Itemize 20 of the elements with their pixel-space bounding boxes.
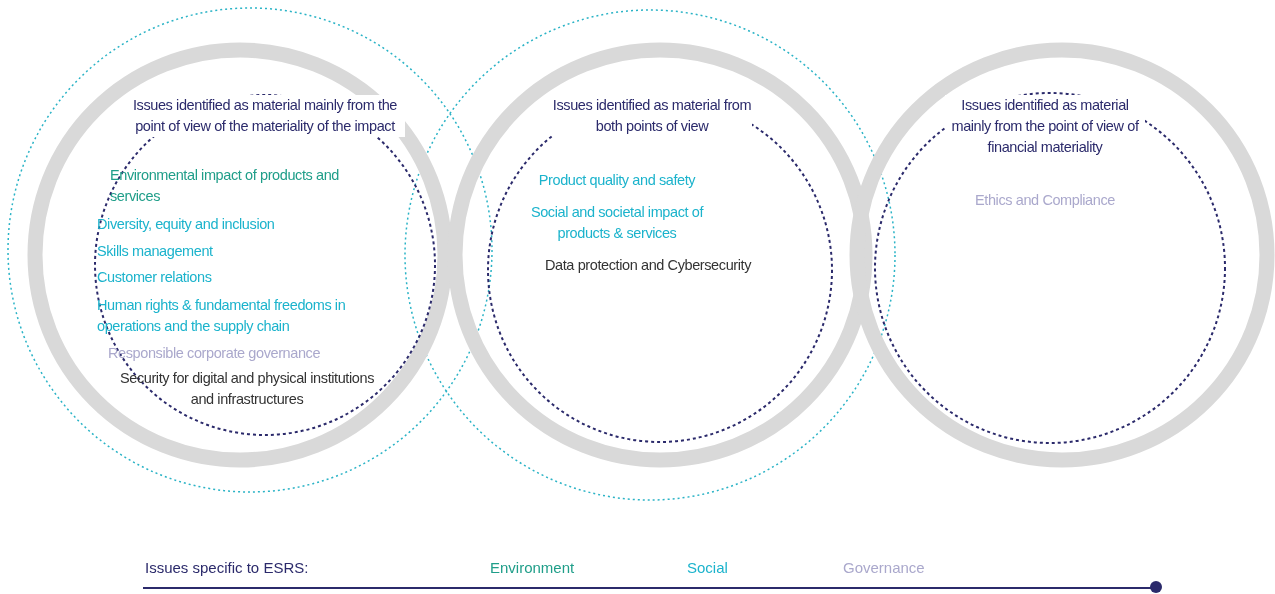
circle-node <box>447 42 873 468</box>
issue-text: Security for digital and physical institutions and infrastructures <box>119 369 375 409</box>
circle-heading: Issues identified as material from both points of view <box>552 95 752 137</box>
issue-text: Data protection and Cybersecurity <box>545 256 753 275</box>
circle-node <box>849 42 1275 468</box>
circle-node <box>27 42 453 468</box>
issue-text: Diversity, equity and inclusion <box>97 215 276 234</box>
issue-text: Product quality and safety <box>537 171 697 190</box>
issue-text: Social and societal impact of products & services <box>529 203 705 243</box>
legend-text: Social <box>687 559 728 576</box>
issue-text: Responsible corporate governance <box>108 344 322 363</box>
issue-text: Ethics and Compliance <box>974 191 1116 210</box>
legend-text: Environment <box>490 559 575 576</box>
issue-text: Skills management <box>97 242 214 261</box>
issue-text: Human rights & fundamental freedoms in operations and the supply chain <box>97 296 347 336</box>
legend-heading: Issues specific to ESRS: <box>145 559 309 576</box>
issue-text: Customer relations <box>97 268 213 287</box>
circle-heading: Issues identified as material mainly from the point of view of financial materiality <box>945 95 1145 158</box>
issue-text: Environmental impact of products and services <box>110 166 340 206</box>
legend-text: Governance <box>843 559 925 576</box>
